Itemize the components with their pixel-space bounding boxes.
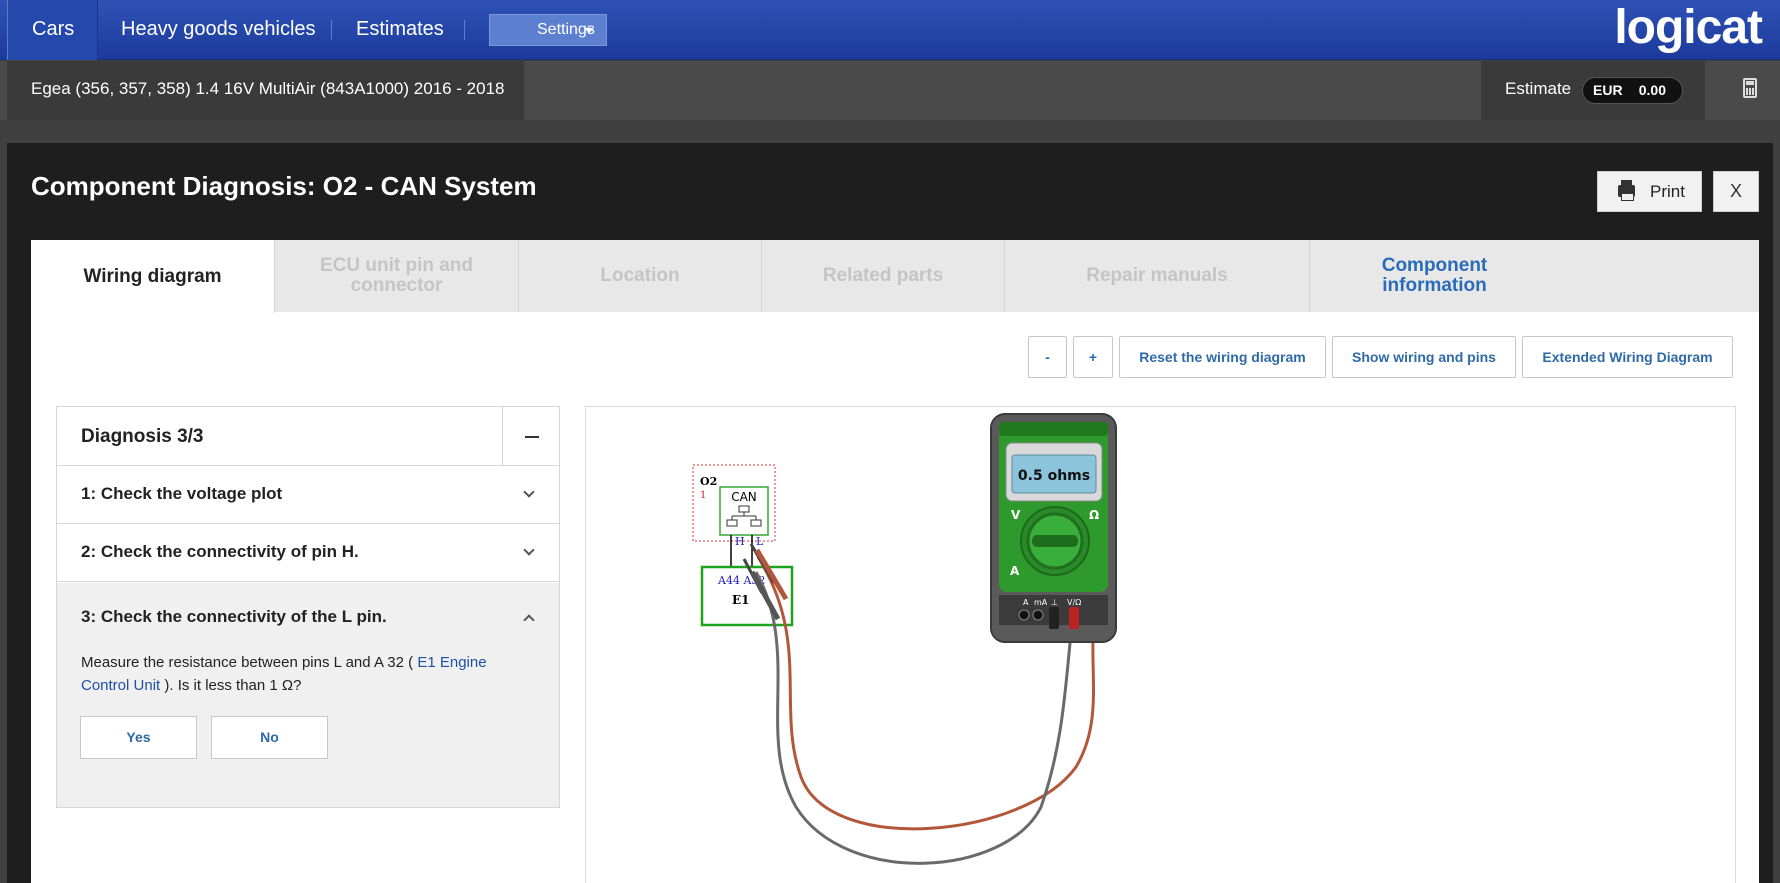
tab-wiring-diagram[interactable]: Wiring diagram xyxy=(31,240,275,313)
step-label: 2: Check the connectivity of pin H. xyxy=(81,542,359,561)
description-text: ). Is it less than 1 Ω? xyxy=(160,677,302,694)
o2-component-box xyxy=(692,464,776,542)
estimate-label: Estimate xyxy=(1505,79,1572,98)
pin-l-label: L xyxy=(756,535,764,548)
nav-separator xyxy=(464,20,465,40)
black-probe-cable xyxy=(754,571,1076,865)
meter-ohm-label: Ω xyxy=(1089,508,1099,522)
print-button[interactable]: Print xyxy=(1597,171,1702,212)
tab-related-parts[interactable]: Related parts xyxy=(762,240,1005,312)
black-probe-handle xyxy=(749,570,781,621)
jack-a-label: A xyxy=(1023,598,1029,607)
chevron-down-icon xyxy=(523,544,535,556)
multimeter: 0.5 ohms V Ω A A mA ⊥ V/Ω xyxy=(990,413,1117,643)
show-wiring-pins-button[interactable]: Show wiring and pins xyxy=(1332,336,1516,378)
reset-wiring-diagram-button[interactable]: Reset the wiring diagram xyxy=(1119,336,1326,378)
o2-label: O2 xyxy=(700,475,717,488)
print-label: Print xyxy=(1650,182,1685,201)
pin-h-label: H xyxy=(735,535,745,548)
jack-vohm-label: V/Ω xyxy=(1067,598,1081,607)
component-diagnosis-modal: Component Diagnosis: O2 - CAN System Pri… xyxy=(7,143,1773,883)
step-label: 1: Check the voltage plot xyxy=(81,484,283,503)
nav-heavy-goods-vehicles[interactable]: Heavy goods vehicles xyxy=(121,18,316,40)
diagnosis-step-2[interactable]: 2: Check the connectivity of pin H. xyxy=(57,524,559,582)
o2-number: 1 xyxy=(700,490,706,501)
diagnosis-panel: Diagnosis 3/3 1: Check the voltage plot … xyxy=(56,406,560,808)
calculator-icon[interactable] xyxy=(1743,78,1757,98)
top-nav: Cars Heavy goods vehicles Estimates Sett… xyxy=(0,0,1780,60)
red-probe-cable xyxy=(756,556,1098,831)
settings-label: Settings xyxy=(537,21,595,38)
caret-down-icon xyxy=(584,28,594,33)
tab-repair-manuals[interactable]: Repair manuals xyxy=(1005,240,1310,312)
chevron-down-icon xyxy=(523,486,535,498)
meter-a-label: A xyxy=(1010,564,1020,578)
zoom-out-button[interactable]: - xyxy=(1028,336,1067,378)
estimate-currency: EUR xyxy=(1593,82,1623,98)
estimate-amount: 0.00 xyxy=(1638,82,1666,98)
estimate-amount-pill: EUR 0.00 xyxy=(1582,77,1683,104)
no-button[interactable]: No xyxy=(211,716,328,759)
close-button[interactable]: X xyxy=(1713,171,1759,212)
tab-ecu-unit-pin-connector[interactable]: ECU unit pin and connector xyxy=(275,240,519,312)
nav-estimates[interactable]: Estimates xyxy=(356,18,444,40)
jack-com-label: ⊥ xyxy=(1051,598,1058,607)
ecu-link[interactable]: E1 Engine Control Unit xyxy=(81,654,487,694)
diagnosis-step-1[interactable]: 1: Check the voltage plot xyxy=(57,466,559,524)
modal-title: Component Diagnosis: O2 - CAN System xyxy=(31,171,537,201)
tab-location[interactable]: Location xyxy=(519,240,762,312)
content-panel: Wiring diagram ECU unit pin and connecto… xyxy=(31,240,1759,883)
jack-ma-label: mA xyxy=(1034,598,1048,607)
printer-icon xyxy=(1618,180,1635,201)
tab-bar: Wiring diagram ECU unit pin and connecto… xyxy=(31,240,1759,313)
diagnosis-title: Diagnosis 3/3 xyxy=(81,426,204,447)
can-label: CAN xyxy=(731,490,757,504)
diagnosis-step-3: 3: Check the connectivity of the L pin. … xyxy=(57,583,559,807)
diagnosis-header: Diagnosis 3/3 xyxy=(57,407,559,466)
step-label[interactable]: 3: Check the connectivity of the L pin. xyxy=(81,607,387,626)
estimate-box[interactable]: Estimate EUR 0.00 xyxy=(1481,61,1705,120)
step-description: Measure the resistance between pins L an… xyxy=(81,651,521,697)
wiring-diagram-canvas[interactable]: O2 1 CAN H L xyxy=(585,406,1736,883)
settings-dropdown[interactable]: Settings xyxy=(489,14,607,46)
nav-cars[interactable]: Cars xyxy=(7,0,98,60)
zoom-in-button[interactable]: + xyxy=(1073,336,1113,378)
wiring-diagram-svg: O2 1 CAN H L xyxy=(692,413,1117,865)
collapse-icon[interactable] xyxy=(502,407,559,466)
nav-separator xyxy=(331,20,332,40)
tab-component-information[interactable]: Component information xyxy=(1381,255,1488,296)
meter-v-label: V xyxy=(1011,508,1021,522)
extended-wiring-diagram-button[interactable]: Extended Wiring Diagram xyxy=(1522,336,1733,378)
can-box xyxy=(719,486,769,536)
meter-reading: 0.5 ohms xyxy=(1018,468,1090,484)
logo: logicat xyxy=(1614,1,1763,54)
red-probe-handle xyxy=(754,548,789,601)
vehicle-title: Egea (356, 357, 358) 1.4 16V MultiAir (8… xyxy=(7,61,524,120)
yes-button[interactable]: Yes xyxy=(80,716,197,759)
vehicle-bar: Egea (356, 357, 358) 1.4 16V MultiAir (8… xyxy=(0,61,1780,120)
chevron-up-icon[interactable] xyxy=(523,614,535,626)
network-icon xyxy=(726,505,762,527)
description-text: Measure the resistance between pins L an… xyxy=(81,654,418,671)
ecu-label: E1 xyxy=(732,593,750,607)
